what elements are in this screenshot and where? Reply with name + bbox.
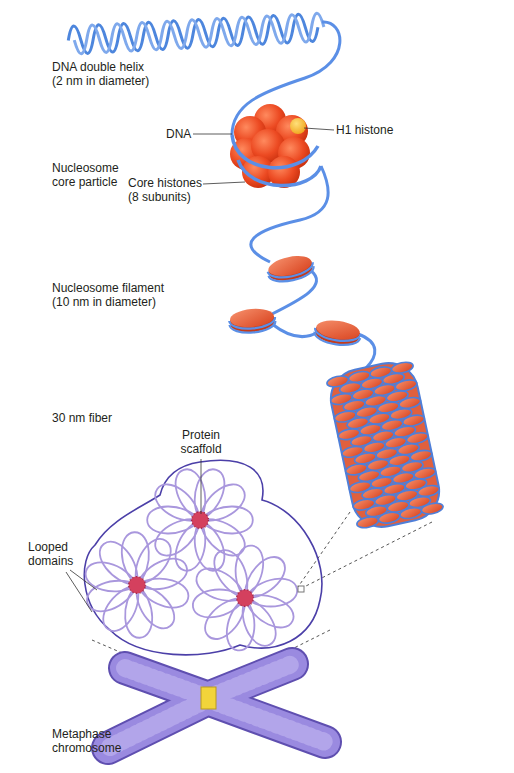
chromosome-outline	[108, 664, 325, 748]
linker-dna	[251, 166, 328, 262]
chromosome-arm	[108, 664, 325, 748]
dna-strand	[74, 13, 325, 54]
fiber-disc-row	[356, 501, 444, 529]
text-label: H1 histone	[336, 123, 426, 137]
text-label: DNA double helix (2 nm in diameter)	[52, 60, 153, 89]
linker-dna	[272, 324, 318, 337]
text-label: Looped domains	[28, 540, 83, 569]
zoom-line	[304, 522, 432, 587]
nucleosome-disc	[228, 307, 276, 334]
highlight-band	[201, 687, 216, 709]
text-label: 30 nm fiber	[52, 411, 142, 425]
dna-wrap	[238, 160, 321, 186]
nucleosome-disc	[313, 318, 362, 348]
h1-histone	[290, 118, 306, 134]
zoom-box	[298, 586, 304, 592]
chromatin-fiber	[325, 358, 444, 533]
text-label: DNA	[166, 127, 206, 141]
leader-line	[201, 459, 202, 514]
loop-rosette	[184, 535, 307, 660]
text-label: Protein scaffold	[176, 428, 226, 457]
loop-rosette	[72, 519, 202, 651]
nucleosome-disc	[266, 252, 316, 285]
text-label: Nucleosome core particle	[52, 161, 127, 190]
fiber-body	[325, 358, 444, 533]
zoom-line	[298, 512, 350, 587]
leader-line	[66, 572, 92, 612]
nucleosome-core	[230, 104, 321, 188]
leader-line	[304, 128, 334, 130]
text-label: Metaphase chromosome	[52, 727, 132, 756]
looped-domains	[72, 460, 322, 660]
chromosome	[108, 664, 325, 748]
leader-line	[193, 134, 232, 135]
dna-wrap	[232, 135, 318, 168]
dna-helix	[68, 13, 325, 54]
text-label: Nucleosome filament (10 nm in diameter)	[52, 281, 170, 310]
chromosome-texture	[108, 664, 325, 748]
leader-line	[203, 182, 245, 184]
text-label: Core histones (8 subunits)	[128, 176, 208, 205]
leader-line	[70, 570, 97, 590]
